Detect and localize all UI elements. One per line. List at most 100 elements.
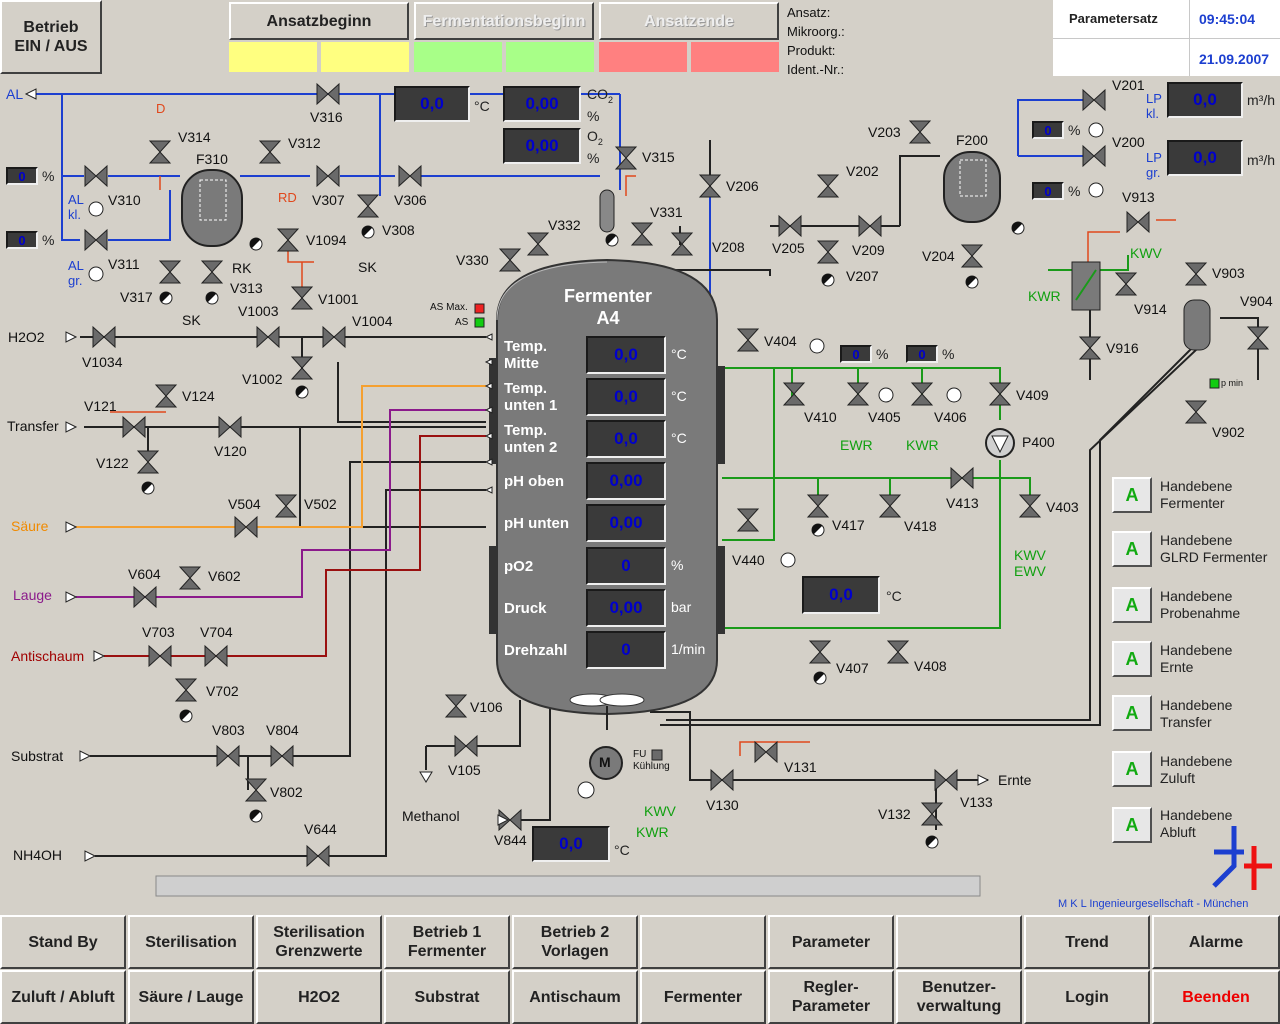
valve-v306-label[interactable]: V306 xyxy=(394,192,427,208)
empty-button-1[interactable] xyxy=(640,915,766,969)
valve-v403-label[interactable]: V403 xyxy=(1046,499,1079,515)
handebene-ernte-button[interactable]: A xyxy=(1112,641,1152,677)
valve-v803-label[interactable]: V803 xyxy=(212,722,245,738)
antischaum-button[interactable]: Antischaum xyxy=(512,970,638,1024)
valve-v902-label[interactable]: V902 xyxy=(1212,424,1245,440)
valve-v407-label[interactable]: V407 xyxy=(836,660,869,676)
valve-v121-label[interactable]: V121 xyxy=(84,398,117,414)
valve-v802-label[interactable]: V802 xyxy=(270,784,303,800)
valve-v913-label[interactable]: V913 xyxy=(1122,189,1155,205)
valve-v406-label[interactable]: V406 xyxy=(934,409,967,425)
sterilisation-grenzwerte-button[interactable]: Sterilisation Grenzwerte xyxy=(256,915,382,969)
stand-by-button[interactable]: Stand By xyxy=(0,915,126,969)
handebene-transfer-button[interactable]: A xyxy=(1112,695,1152,731)
beenden-button[interactable]: Beenden xyxy=(1152,970,1280,1024)
alarme-button[interactable]: Alarme xyxy=(1152,915,1280,969)
valve-v914-label[interactable]: V914 xyxy=(1134,301,1167,317)
valve-v130-label[interactable]: V130 xyxy=(706,797,739,813)
valve-v644-label[interactable]: V644 xyxy=(304,821,337,837)
valve-v904-label[interactable]: V904 xyxy=(1240,293,1273,309)
valve-v124-label[interactable]: V124 xyxy=(182,388,215,404)
valve-v604-label[interactable]: V604 xyxy=(128,566,161,582)
valve-v313-label[interactable]: V313 xyxy=(230,280,263,296)
zuluft-abluft-button[interactable]: Zuluft / Abluft xyxy=(0,970,126,1024)
valve-v1034-label[interactable]: V1034 xyxy=(82,354,123,370)
valve-v903-label[interactable]: V903 xyxy=(1212,265,1245,281)
valve-v704-label[interactable]: V704 xyxy=(200,624,233,640)
valve-v106-label[interactable]: V106 xyxy=(470,699,503,715)
valve-v307-label[interactable]: V307 xyxy=(312,192,345,208)
valve-v1003-label[interactable]: V1003 xyxy=(238,303,279,319)
saeure-lauge-button[interactable]: Säure / Lauge xyxy=(128,970,254,1024)
valve-v310-label[interactable]: V310 xyxy=(108,192,141,208)
handebene-zuluft-button[interactable]: A xyxy=(1112,751,1152,787)
valve-v703-label[interactable]: V703 xyxy=(142,624,175,640)
betrieb-1-fermenter-button[interactable]: Betrieb 1 Fermenter xyxy=(384,915,510,969)
valve-v201-label[interactable]: V201 xyxy=(1112,77,1145,93)
valve-v405-label[interactable]: V405 xyxy=(868,409,901,425)
valve-v417-label[interactable]: V417 xyxy=(832,517,865,533)
h2o2-button[interactable]: H2O2 xyxy=(256,970,382,1024)
valve-v205-label[interactable]: V205 xyxy=(772,240,805,256)
trend-button[interactable]: Trend xyxy=(1024,915,1150,969)
valve-v440-label[interactable]: V440 xyxy=(732,552,765,568)
valve-v200-label[interactable]: V200 xyxy=(1112,134,1145,150)
valve-v131-label[interactable]: V131 xyxy=(784,759,817,775)
valve-v315-label[interactable]: V315 xyxy=(642,149,675,165)
handebene-abluft-button[interactable]: A xyxy=(1112,807,1152,843)
benutzerverwaltung-button[interactable]: Benutzer- verwaltung xyxy=(896,970,1022,1024)
valve-v804-label[interactable]: V804 xyxy=(266,722,299,738)
valve-v105-label[interactable]: V105 xyxy=(448,762,481,778)
valve-v602-label[interactable]: V602 xyxy=(208,568,241,584)
valve-v408-label[interactable]: V408 xyxy=(914,658,947,674)
betrieb-2-vorlagen-button[interactable]: Betrieb 2 Vorlagen xyxy=(512,915,638,969)
valve-v204-label[interactable]: V204 xyxy=(922,248,955,264)
valve-v1094-label[interactable]: V1094 xyxy=(306,232,347,248)
empty-button-2[interactable] xyxy=(896,915,1022,969)
valve-v916-label[interactable]: V916 xyxy=(1106,340,1139,356)
valve-v331-label[interactable]: V331 xyxy=(650,204,683,220)
valve-v208-label[interactable]: V208 xyxy=(712,239,745,255)
valve-v132-label[interactable]: V132 xyxy=(878,806,911,822)
sterilisation-button[interactable]: Sterilisation xyxy=(128,915,254,969)
fermentationsbeginn-button[interactable]: Fermentationsbeginn xyxy=(414,2,594,40)
valve-v1004-label[interactable]: V1004 xyxy=(352,313,393,329)
handebene-glrd-fermenter-button[interactable]: A xyxy=(1112,531,1152,567)
valve-v1001-label[interactable]: V1001 xyxy=(318,291,359,307)
valve-v418-label[interactable]: V418 xyxy=(904,518,937,534)
valve-v314-label[interactable]: V314 xyxy=(178,129,211,145)
valve-v206-label[interactable]: V206 xyxy=(726,178,759,194)
ansatzende-button[interactable]: Ansatzende xyxy=(599,2,779,40)
regler-parameter-button[interactable]: Regler- Parameter xyxy=(768,970,894,1024)
valve-v308-label[interactable]: V308 xyxy=(382,222,415,238)
valve-v122-label[interactable]: V122 xyxy=(96,455,129,471)
valve-v332-label[interactable]: V332 xyxy=(548,217,581,233)
valve-v504-label[interactable]: V504 xyxy=(228,496,261,512)
betrieb-ein-aus-button[interactable]: Betrieb EIN / AUS xyxy=(0,0,102,74)
valve-v209-label[interactable]: V209 xyxy=(852,242,885,258)
valve-v133-label[interactable]: V133 xyxy=(960,794,993,810)
valve-v203-label[interactable]: V203 xyxy=(868,124,901,140)
valve-v1002-label[interactable]: V1002 xyxy=(242,371,283,387)
valve-v404-label[interactable]: V404 xyxy=(764,333,797,349)
valve-v316-label[interactable]: V316 xyxy=(310,109,343,125)
valve-v409-label[interactable]: V409 xyxy=(1016,387,1049,403)
substrat-button[interactable]: Substrat xyxy=(384,970,510,1024)
valve-v202-label[interactable]: V202 xyxy=(846,163,879,179)
ansatzbeginn-button[interactable]: Ansatzbeginn xyxy=(229,2,409,40)
login-button[interactable]: Login xyxy=(1024,970,1150,1024)
valve-v502-label[interactable]: V502 xyxy=(304,496,337,512)
handebene-probenahme-button[interactable]: A xyxy=(1112,587,1152,623)
valve-v330-label[interactable]: V330 xyxy=(456,252,489,268)
valve-v120-label[interactable]: V120 xyxy=(214,443,247,459)
handebene-fermenter-button[interactable]: A xyxy=(1112,477,1152,513)
valve-v207-label[interactable]: V207 xyxy=(846,268,879,284)
parameter-button[interactable]: Parameter xyxy=(768,915,894,969)
valve-v410-label[interactable]: V410 xyxy=(804,409,837,425)
valve-v413-label[interactable]: V413 xyxy=(946,495,979,511)
valve-v317-label[interactable]: V317 xyxy=(120,289,153,305)
fermenter-button[interactable]: Fermenter xyxy=(640,970,766,1024)
valve-v312-label[interactable]: V312 xyxy=(288,135,321,151)
valve-v844-label[interactable]: V844 xyxy=(494,832,527,848)
valve-v702-label[interactable]: V702 xyxy=(206,683,239,699)
